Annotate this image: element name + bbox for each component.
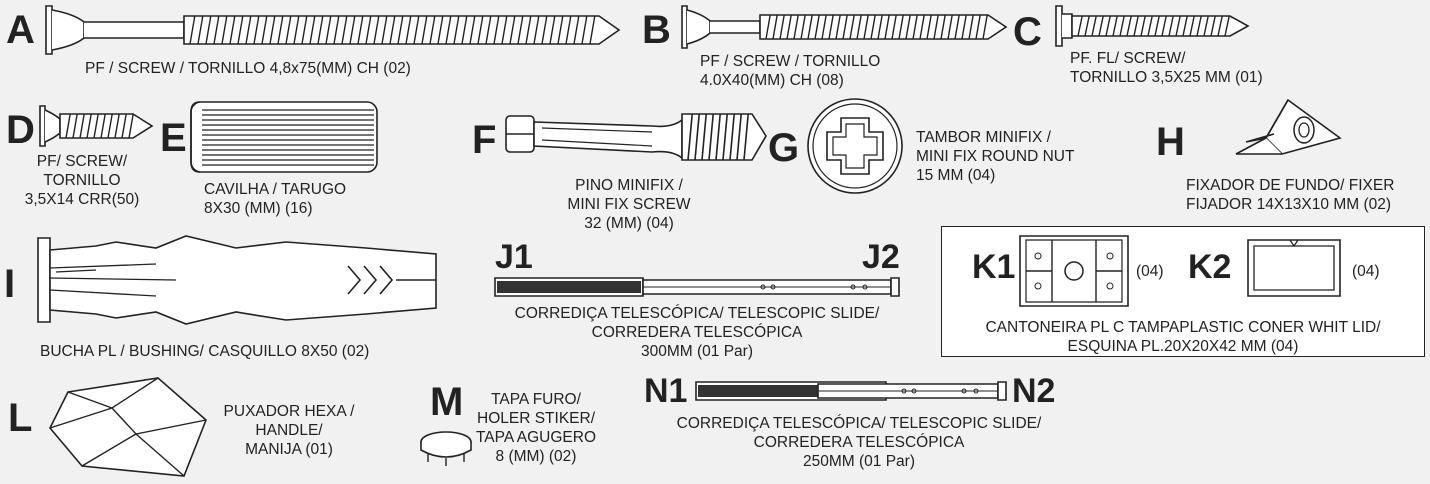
telescopic-slide-j-icon	[493, 276, 901, 298]
minifix-pin-f-icon	[502, 106, 770, 172]
part-k-label: CANTONEIRA PL C TAMPAPLASTIC CONER WHIT …	[985, 319, 1381, 355]
corner-lid-k2-icon	[1246, 238, 1342, 298]
screw-a-icon	[44, 4, 624, 56]
part-i-letter: I	[4, 262, 16, 306]
screw-c-icon	[1052, 4, 1252, 48]
part-h-letter: H	[1156, 120, 1185, 164]
part-a-label: PF / SCREW / TORNILLO 4,8x75(MM) CH (02)	[85, 60, 411, 77]
part-j1-letter: J1	[495, 238, 533, 276]
part-f-letter: F	[472, 118, 497, 162]
hexa-handle-l-icon	[48, 374, 212, 480]
back-fixer-h-icon	[1232, 94, 1348, 164]
screw-d-icon	[38, 104, 156, 148]
part-k2-letter: K2	[1188, 248, 1232, 286]
screw-b-icon	[680, 4, 1010, 50]
hole-cap-m-icon	[418, 428, 474, 466]
part-n-label: CORREDIÇA TELESCÓPICA/ TELESCOPIC SLIDE/…	[676, 415, 1042, 470]
part-c-letter: C	[1013, 10, 1042, 54]
bushing-i-icon	[36, 228, 436, 332]
part-j2-letter: J2	[862, 238, 900, 276]
part-b-letter: B	[642, 8, 671, 52]
telescopic-slide-n-icon	[694, 380, 1008, 402]
part-e-letter: E	[160, 116, 187, 160]
part-d-letter: D	[6, 108, 35, 152]
part-k2-qty: (04)	[1352, 263, 1380, 280]
part-k1-letter: K1	[972, 248, 1016, 286]
part-a-letter: A	[6, 8, 35, 52]
dowel-e-icon	[188, 100, 380, 174]
part-n1-letter: N1	[644, 372, 688, 410]
part-l-label: PUXADOR HEXA /HANDLE/MANIJA (01)	[223, 403, 355, 458]
part-n2-letter: N2	[1012, 372, 1056, 410]
part-l-letter: L	[8, 396, 33, 440]
corner-bracket-k1-icon	[1018, 234, 1130, 308]
part-g-letter: G	[768, 126, 800, 170]
part-i-label: BUCHA PL / BUSHING/ CASQUILLO 8X50 (02)	[40, 343, 370, 360]
part-j-label: CORREDIÇA TELESCÓPICA/ TELESCOPIC SLIDE/…	[514, 305, 880, 360]
part-m-letter: M	[430, 380, 464, 424]
part-c-label: PF. FL/ SCREW/TORNILLO 3,5X25 MM (01)	[1070, 50, 1263, 86]
part-k1-qty: (04)	[1136, 263, 1164, 280]
minifix-nut-g-icon	[805, 96, 905, 196]
